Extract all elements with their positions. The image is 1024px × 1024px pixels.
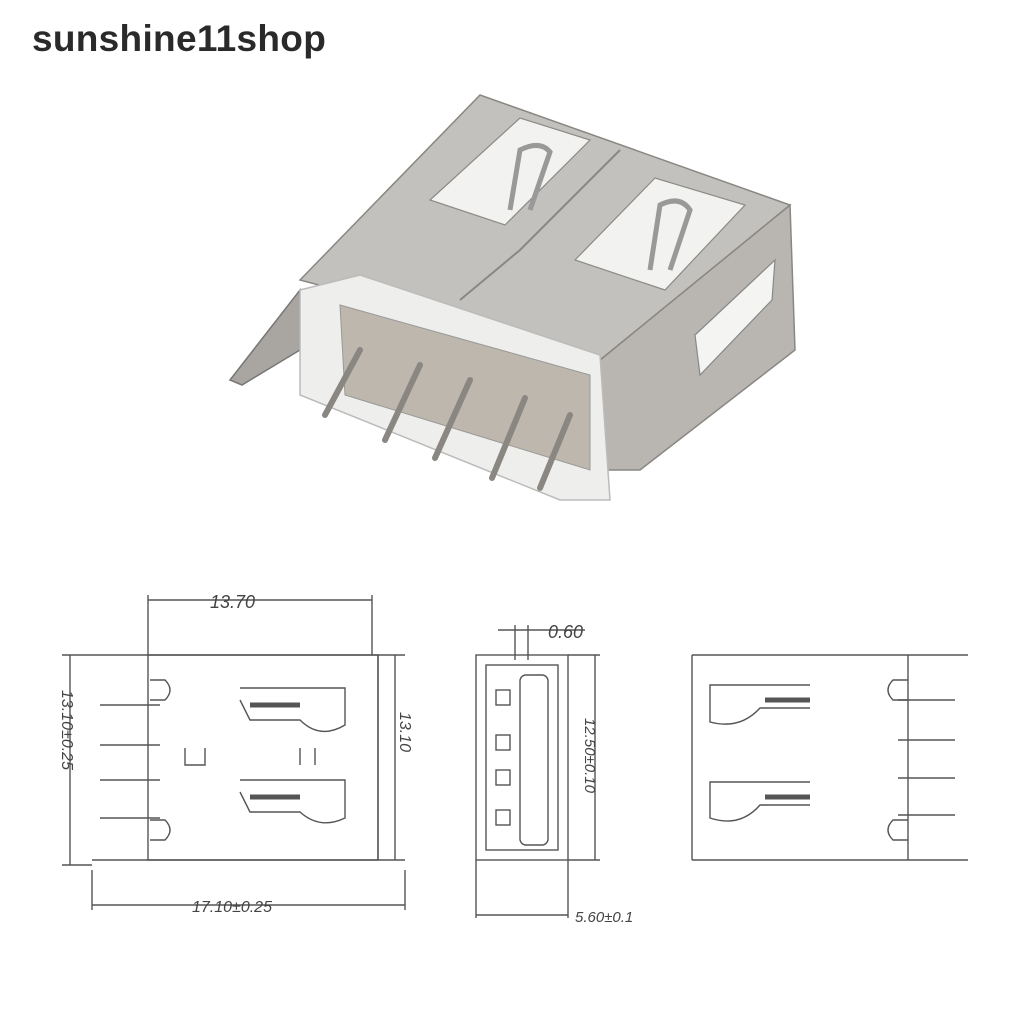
dim-height-right: 13.10 — [396, 712, 413, 752]
dim-side-height: 12.50±0.10 — [581, 718, 598, 794]
shop-watermark: sunshine11shop — [32, 18, 327, 59]
top-view-drawing — [62, 595, 406, 910]
dim-width-top: 13.70 — [210, 592, 255, 612]
connector-photo — [228, 94, 796, 501]
dim-height-left: 13.10±0.25 — [58, 690, 75, 770]
bottom-view-drawing — [691, 654, 968, 861]
top-view-labels: 13.70 13.10±0.25 13.10 17.10±0.25 — [58, 592, 413, 916]
side-view-drawing — [475, 625, 600, 918]
side-view-labels: 0.60 12.50±0.10 5.60±0.1 — [548, 622, 633, 926]
dim-pin-thickness: 0.60 — [548, 622, 583, 642]
dim-depth: 5.60±0.1 — [575, 909, 633, 926]
dim-width-bottom: 17.10±0.25 — [192, 899, 272, 916]
